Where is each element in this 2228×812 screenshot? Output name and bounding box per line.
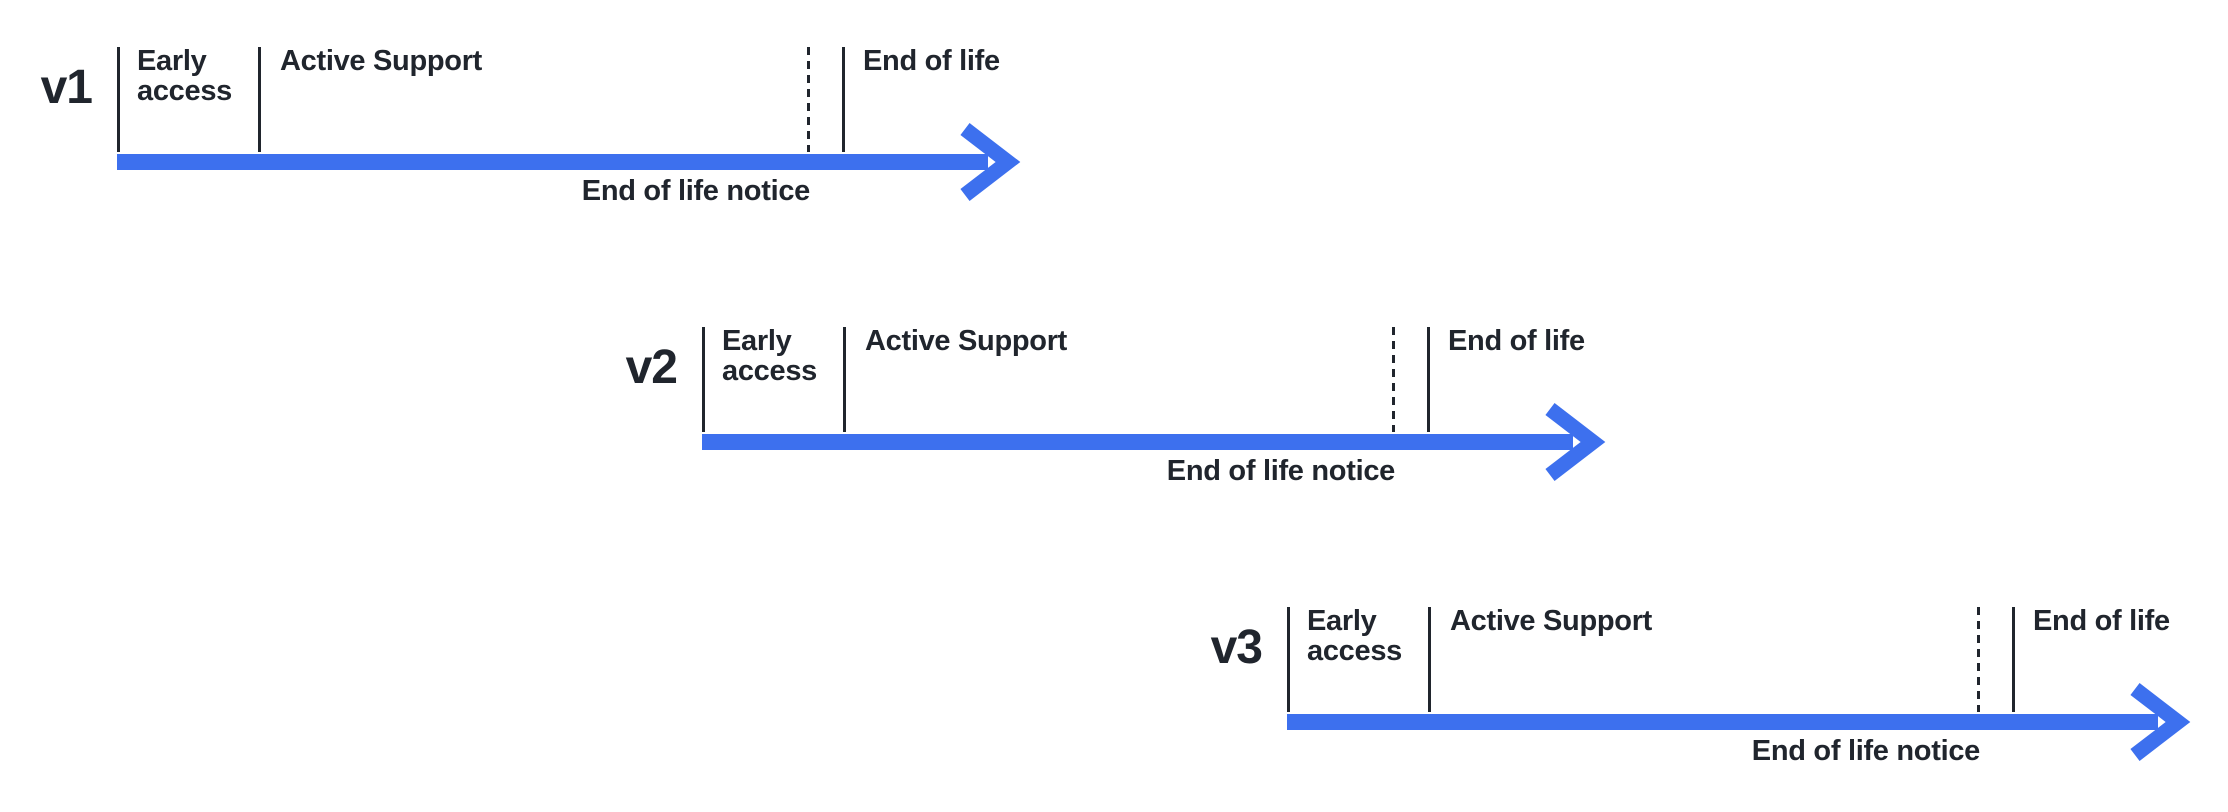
early-access-label: Early access [1307,605,1402,667]
active-support-label: Active Support [280,45,483,77]
early-access-label: Early access [722,325,817,387]
early-access-label: Early access [137,45,232,107]
timeline-arrow-head [960,123,1021,201]
version-row: v1 Early access Active Support End of li… [0,0,1060,240]
timeline-graphic [702,327,1606,481]
active-support-label: Active Support [865,325,1068,357]
eol-notice-label: End of life notice [581,175,811,207]
timeline-arrow-head [1545,403,1606,481]
end-of-life-label: End of life [1448,325,1585,357]
version-label: v2 [625,341,678,394]
active-support-label: Active Support [1450,605,1653,637]
timeline-graphic [117,47,1021,201]
end-of-life-label: End of life [2033,605,2170,637]
eol-notice-label: End of life notice [1751,735,1981,767]
end-of-life-label: End of life [863,45,1000,77]
version-row: v3 Early access Active Support End of li… [1170,560,2228,800]
timeline-graphic [1287,607,2191,761]
version-label: v3 [1210,621,1263,674]
eol-notice-label: End of life notice [1166,455,1396,487]
timeline-arrow-head [2130,683,2191,761]
version-label: v1 [40,61,93,114]
version-row: v2 Early access Active Support End of li… [585,280,1645,520]
